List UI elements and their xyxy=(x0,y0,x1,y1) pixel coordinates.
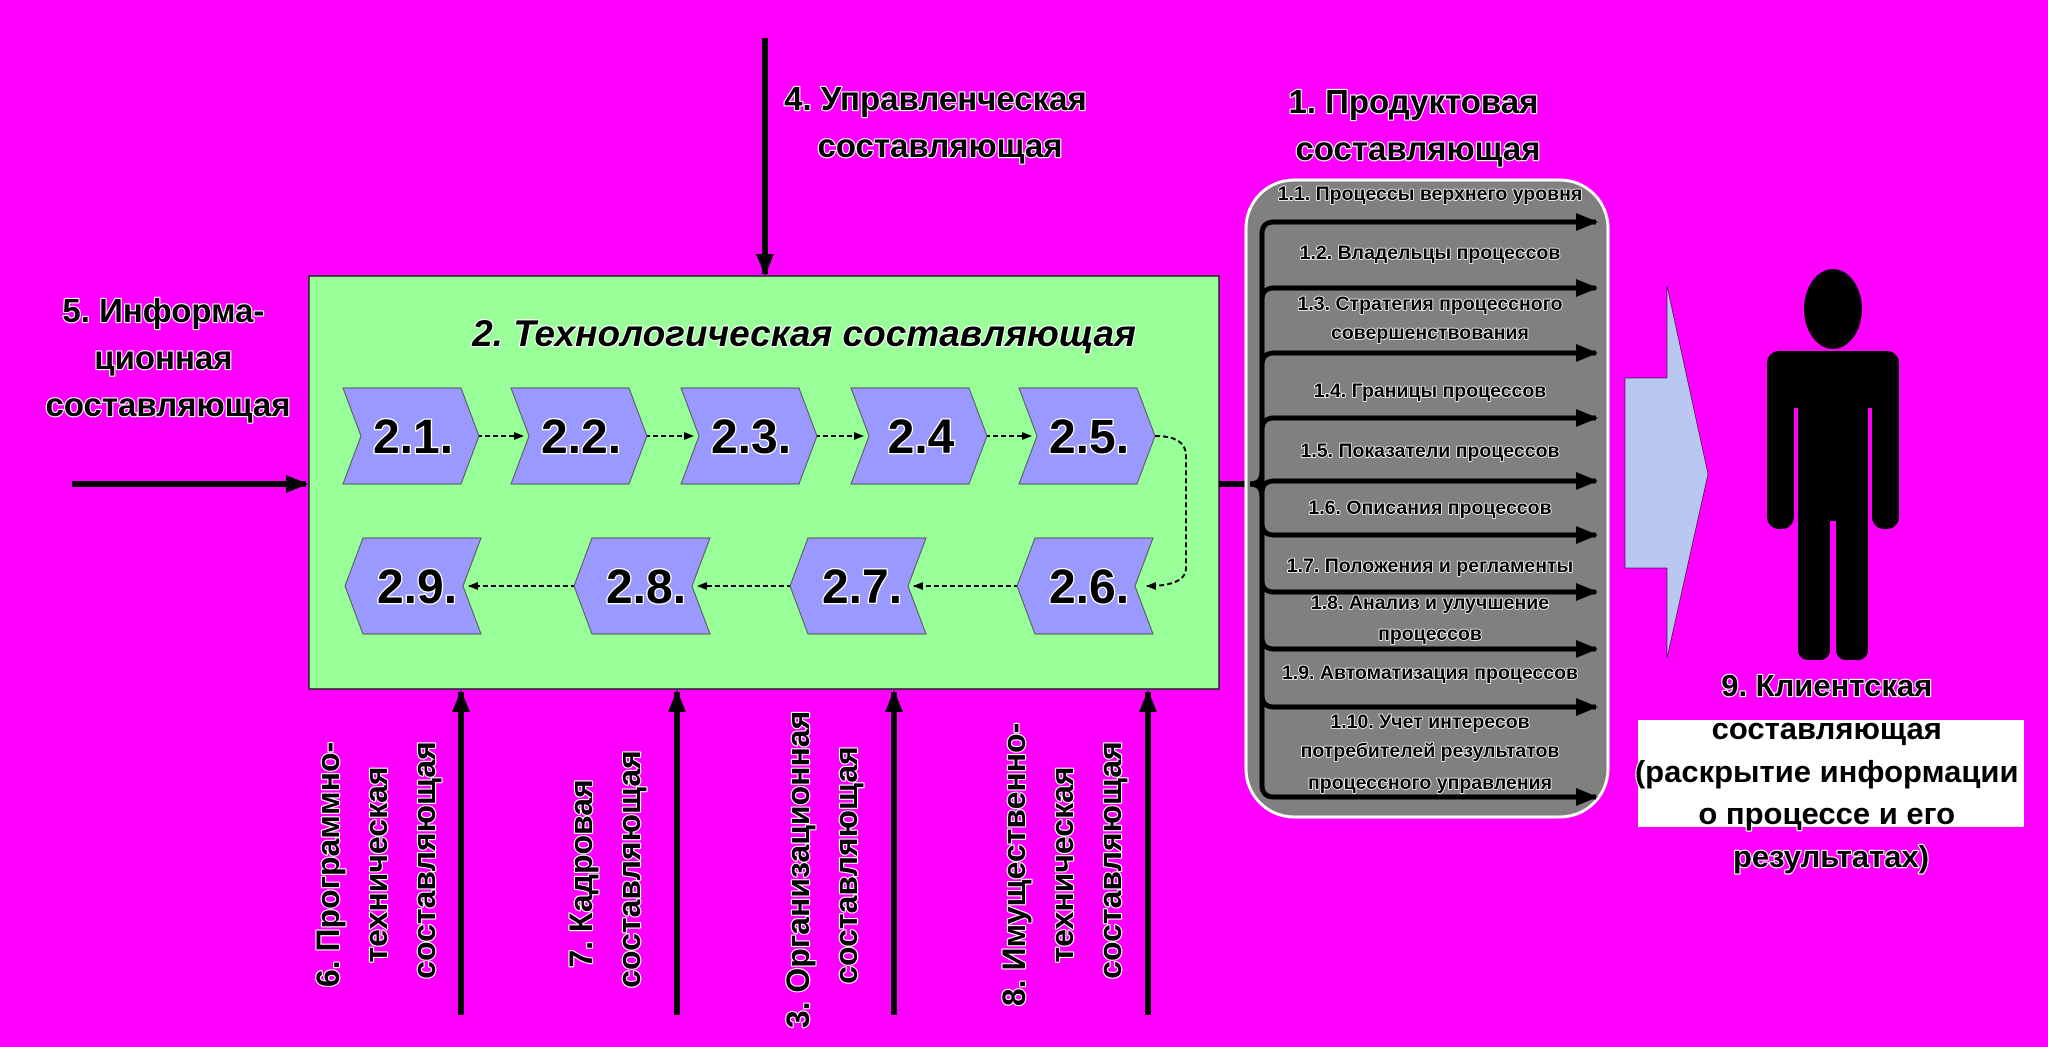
step-label: 2.4 xyxy=(888,411,955,464)
product-item-label-line: 1.4. Границы процессов xyxy=(1314,380,1547,402)
client-label-background xyxy=(1638,720,2024,827)
software-label-line: 6. Программно- xyxy=(310,742,346,987)
client-label-line: (раскрытие информации xyxy=(1635,754,2019,789)
property-label-line: техническая xyxy=(1044,766,1080,962)
personnel-label-line: 7. Кадровая xyxy=(563,779,599,967)
svg-text:4. Управленческая состав: 4. Управленческая составляющая xyxy=(784,80,1096,164)
svg-text:3. Организационная соста: 3. Организационная составляющая xyxy=(780,702,864,1028)
product-item-label-line: 1.2. Владельцы процессов xyxy=(1300,242,1561,264)
svg-text:5. Информа- ционная: 5. Информа- ционная составляющая xyxy=(45,292,290,423)
software-label-line: техническая xyxy=(358,766,394,962)
product-title-line: 1. Продуктовая xyxy=(1288,83,1538,120)
product-item-label-line: 1.7. Положения и регламенты xyxy=(1287,555,1573,577)
product-item-label: 1.2. Владельцы процессов xyxy=(1300,242,1561,264)
information-label-line: составляющая xyxy=(45,386,290,423)
step-chevron xyxy=(510,387,648,485)
information-label-line: ционная xyxy=(94,339,232,376)
product-item-label: 1.4. Границы процессов xyxy=(1314,380,1547,402)
step-chevron xyxy=(344,537,482,635)
product-item-label-line: 1.10. Учет интересов xyxy=(1330,711,1529,733)
technology-title: 2. Технологическая составляющая xyxy=(471,313,1136,354)
svg-text:6. Программно- техническ: 6. Программно- техническая составляющая xyxy=(310,733,442,987)
step-loop-connector xyxy=(1146,435,1187,590)
product-item-label-line: процессов xyxy=(1378,623,1482,645)
step-chevron xyxy=(573,537,711,635)
organizational-label-line: составляющая xyxy=(828,746,864,984)
product-item-label-line: 1.1. Процессы верхнего уровня xyxy=(1278,183,1583,205)
client-label-line: о процессе и его xyxy=(1698,796,1955,831)
client-arrow xyxy=(1624,285,1709,659)
product-item-label-line: совершенствования xyxy=(1331,322,1529,344)
management-component: 4. Управленческая составляющая xyxy=(756,38,1096,276)
product-item-label-line: 1.5. Показатели процессов xyxy=(1301,440,1560,462)
product-item-arrow xyxy=(1249,481,1598,806)
management-label-line: составляющая xyxy=(817,127,1062,164)
step-label: 2.8. xyxy=(606,561,686,614)
product-items: 1.1. Процессы верхнего уровня 1.2. Владел… xyxy=(1249,182,1598,806)
step-chevron xyxy=(850,387,988,485)
information-component: 5. Информа- ционная составляющая xyxy=(44,291,308,493)
client-label-line: составляющая xyxy=(1712,711,1942,746)
product-item-label: 1.3. Стратегия процессного совершенствова… xyxy=(1298,293,1563,344)
svg-text:9. Клиентская составляющ: 9. Клиентская составляющая (раскрытие ин… xyxy=(1635,668,2027,874)
product-item-label-line: процессного управления xyxy=(1308,772,1552,794)
product-item-label-line: 1.3. Стратегия процессного xyxy=(1298,293,1563,315)
management-label-line: 4. Управленческая xyxy=(784,80,1087,117)
product-component: 1. Продуктовая составляющая 1.1. Процесс… xyxy=(1244,82,1610,819)
product-item-label: 1.7. Положения и регламенты xyxy=(1287,555,1573,577)
step-label: 2.3. xyxy=(711,411,791,464)
personnel-label-line: составляющая xyxy=(611,750,647,988)
information-label-line: 5. Информа- xyxy=(62,292,264,329)
product-item-label-line: 1.8. Анализ и улучшение xyxy=(1311,592,1549,614)
step-label: 2.6. xyxy=(1049,561,1129,614)
client-component: 9. Клиентская составляющая (раскрытие ин… xyxy=(1624,269,2027,875)
product-item-label-line: потребителей результатов xyxy=(1301,740,1560,762)
step-label: 2.2. xyxy=(541,411,621,464)
product-item-label-line: 1.6. Описания процессов xyxy=(1308,497,1551,519)
product-item-label: 1.9. Автоматизация процессов xyxy=(1282,662,1578,684)
product-item-label: 1.1. Процессы верхнего уровня xyxy=(1278,183,1583,205)
product-title-line: составляющая xyxy=(1295,130,1540,167)
property-label-line: 8. Имущественно- xyxy=(996,723,1032,1006)
product-item-label: 1.6. Описания процессов xyxy=(1308,497,1551,519)
technology-component: 2. Технологическая составляющая 2.1. 2.2.… xyxy=(308,275,1220,690)
step-label: 2.5. xyxy=(1049,411,1129,464)
product-item-label-line: 1.9. Автоматизация процессов xyxy=(1282,662,1578,684)
technology-steps: 2.1. 2.2. 2.3. 2.4 2.5. 2.9. 2.8. 2.7. 2.6. xyxy=(342,387,1187,635)
client-label-line: результатах) xyxy=(1733,839,1929,874)
step-chevron xyxy=(1016,537,1154,635)
svg-text:7. Кадровая составляющая: 7. Кадровая составляющая xyxy=(563,750,647,988)
svg-text:1. Продуктовая составляю: 1. Продуктовая составляющая xyxy=(1288,83,1547,167)
bottom-input-organizational: 3. Организационная составляющая xyxy=(779,690,903,1029)
product-item-label: 1.8. Анализ и улучшение процессов xyxy=(1311,592,1549,645)
product-item-label: 1.10. Учет интересов потребителей результ… xyxy=(1301,711,1560,794)
step-label: 2.7. xyxy=(822,561,902,614)
person-icon xyxy=(1767,269,1899,660)
step-chevron xyxy=(1018,387,1156,485)
svg-text:8. Имущественно- техниче: 8. Имущественно- техническая составляюща… xyxy=(996,714,1128,1006)
step-chevron xyxy=(342,387,480,485)
bottom-input-property: 8. Имущественно- техническая составляюща… xyxy=(995,690,1157,1015)
bottom-input-software: 6. Программно- техническая составляющая xyxy=(309,690,470,1015)
step-chevron xyxy=(680,387,818,485)
software-label-line: составляющая xyxy=(406,741,442,979)
bottom-input-personnel: 7. Кадровая составляющая xyxy=(562,690,686,1015)
client-label-line: 9. Клиентская xyxy=(1721,668,1932,703)
step-label: 2.1. xyxy=(373,411,453,464)
step-chevron xyxy=(789,537,927,635)
product-panel xyxy=(1244,178,1610,819)
property-label-line: составляющая xyxy=(1092,741,1128,979)
product-item-label: 1.5. Показатели процессов xyxy=(1301,440,1560,462)
organizational-label-line: 3. Организационная xyxy=(780,711,816,1028)
step-label: 2.9. xyxy=(377,561,457,614)
